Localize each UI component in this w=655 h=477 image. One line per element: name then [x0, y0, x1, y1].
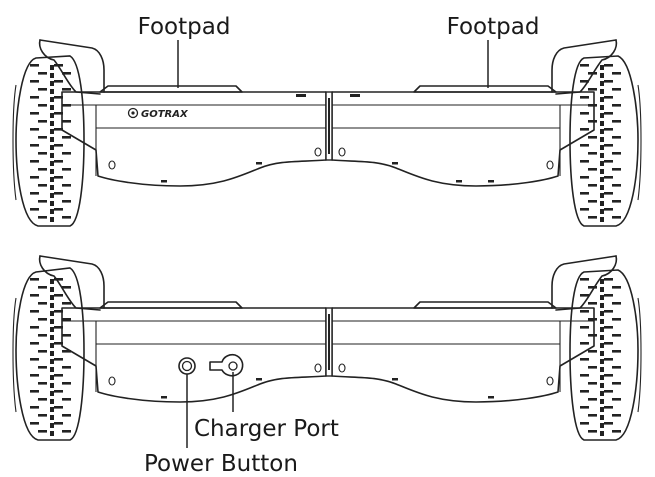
- gotrax-logo-icon: GOTRAX: [127, 107, 189, 120]
- tire-tread: [580, 278, 621, 436]
- charger-port-label: Charger Port: [194, 416, 339, 442]
- brand-logo-text: GOTRAX: [141, 109, 189, 120]
- hoverboard-side-view: [12, 255, 642, 448]
- footpad-right-pad: [413, 85, 557, 93]
- left-wheel-bottom: [12, 267, 85, 441]
- tire-tread: [580, 64, 621, 222]
- keyhole-port-icon: [209, 353, 244, 377]
- hoverboard-top-view: GOTRAX: [12, 39, 642, 227]
- footpad-left-label: Footpad: [138, 14, 231, 40]
- power-button-label: Power Button: [144, 451, 298, 477]
- left-wheel-top: [12, 55, 85, 227]
- round-button-icon: [178, 357, 196, 375]
- right-wheel-bottom: [569, 269, 642, 441]
- footpad-left-pad: [99, 85, 243, 93]
- tire-tread: [30, 278, 71, 436]
- footpad-right-label: Footpad: [447, 14, 540, 40]
- right-wheel-top: [569, 55, 642, 227]
